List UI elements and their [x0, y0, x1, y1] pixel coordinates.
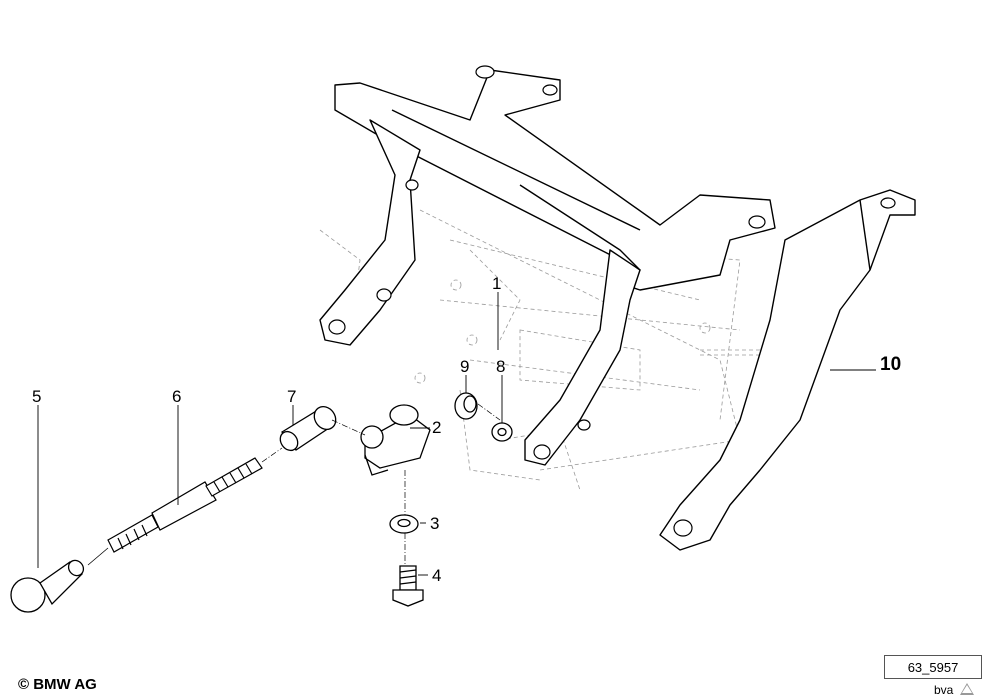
- callout-10: 10: [880, 354, 901, 375]
- washer-part-3: [389, 514, 419, 534]
- threaded-rod-part: [87, 457, 263, 566]
- mounting-frame: [319, 69, 916, 551]
- callout-4: 4: [432, 566, 441, 585]
- copyright-notice: © BMW AG: [18, 676, 97, 693]
- callout-5: 5: [32, 387, 41, 406]
- frame-mounting-holes: [328, 65, 896, 537]
- callout-1: 1: [492, 274, 501, 293]
- callout-6: 6: [172, 387, 181, 406]
- bolt-part: [392, 565, 424, 607]
- bushing-part: [454, 392, 478, 420]
- socket-sleeve-part: [279, 405, 337, 452]
- callout-7: 7: [287, 387, 296, 406]
- washer-part-8: [491, 422, 513, 442]
- diagram-reference-suffix: bva: [934, 683, 954, 697]
- diagram-reference-code: 63_5957: [884, 655, 982, 679]
- callout-2: 2: [432, 418, 441, 437]
- alignment-lines: [261, 403, 501, 565]
- callout-3: 3: [430, 514, 439, 533]
- callout-8: 8: [496, 357, 505, 376]
- warning-triangle-icon: [960, 683, 974, 695]
- callout-9: 9: [460, 357, 469, 376]
- callout-leader-lines: [37, 292, 876, 576]
- ball-head-part: [10, 559, 85, 613]
- ball-joint-bracket-part: [360, 404, 431, 476]
